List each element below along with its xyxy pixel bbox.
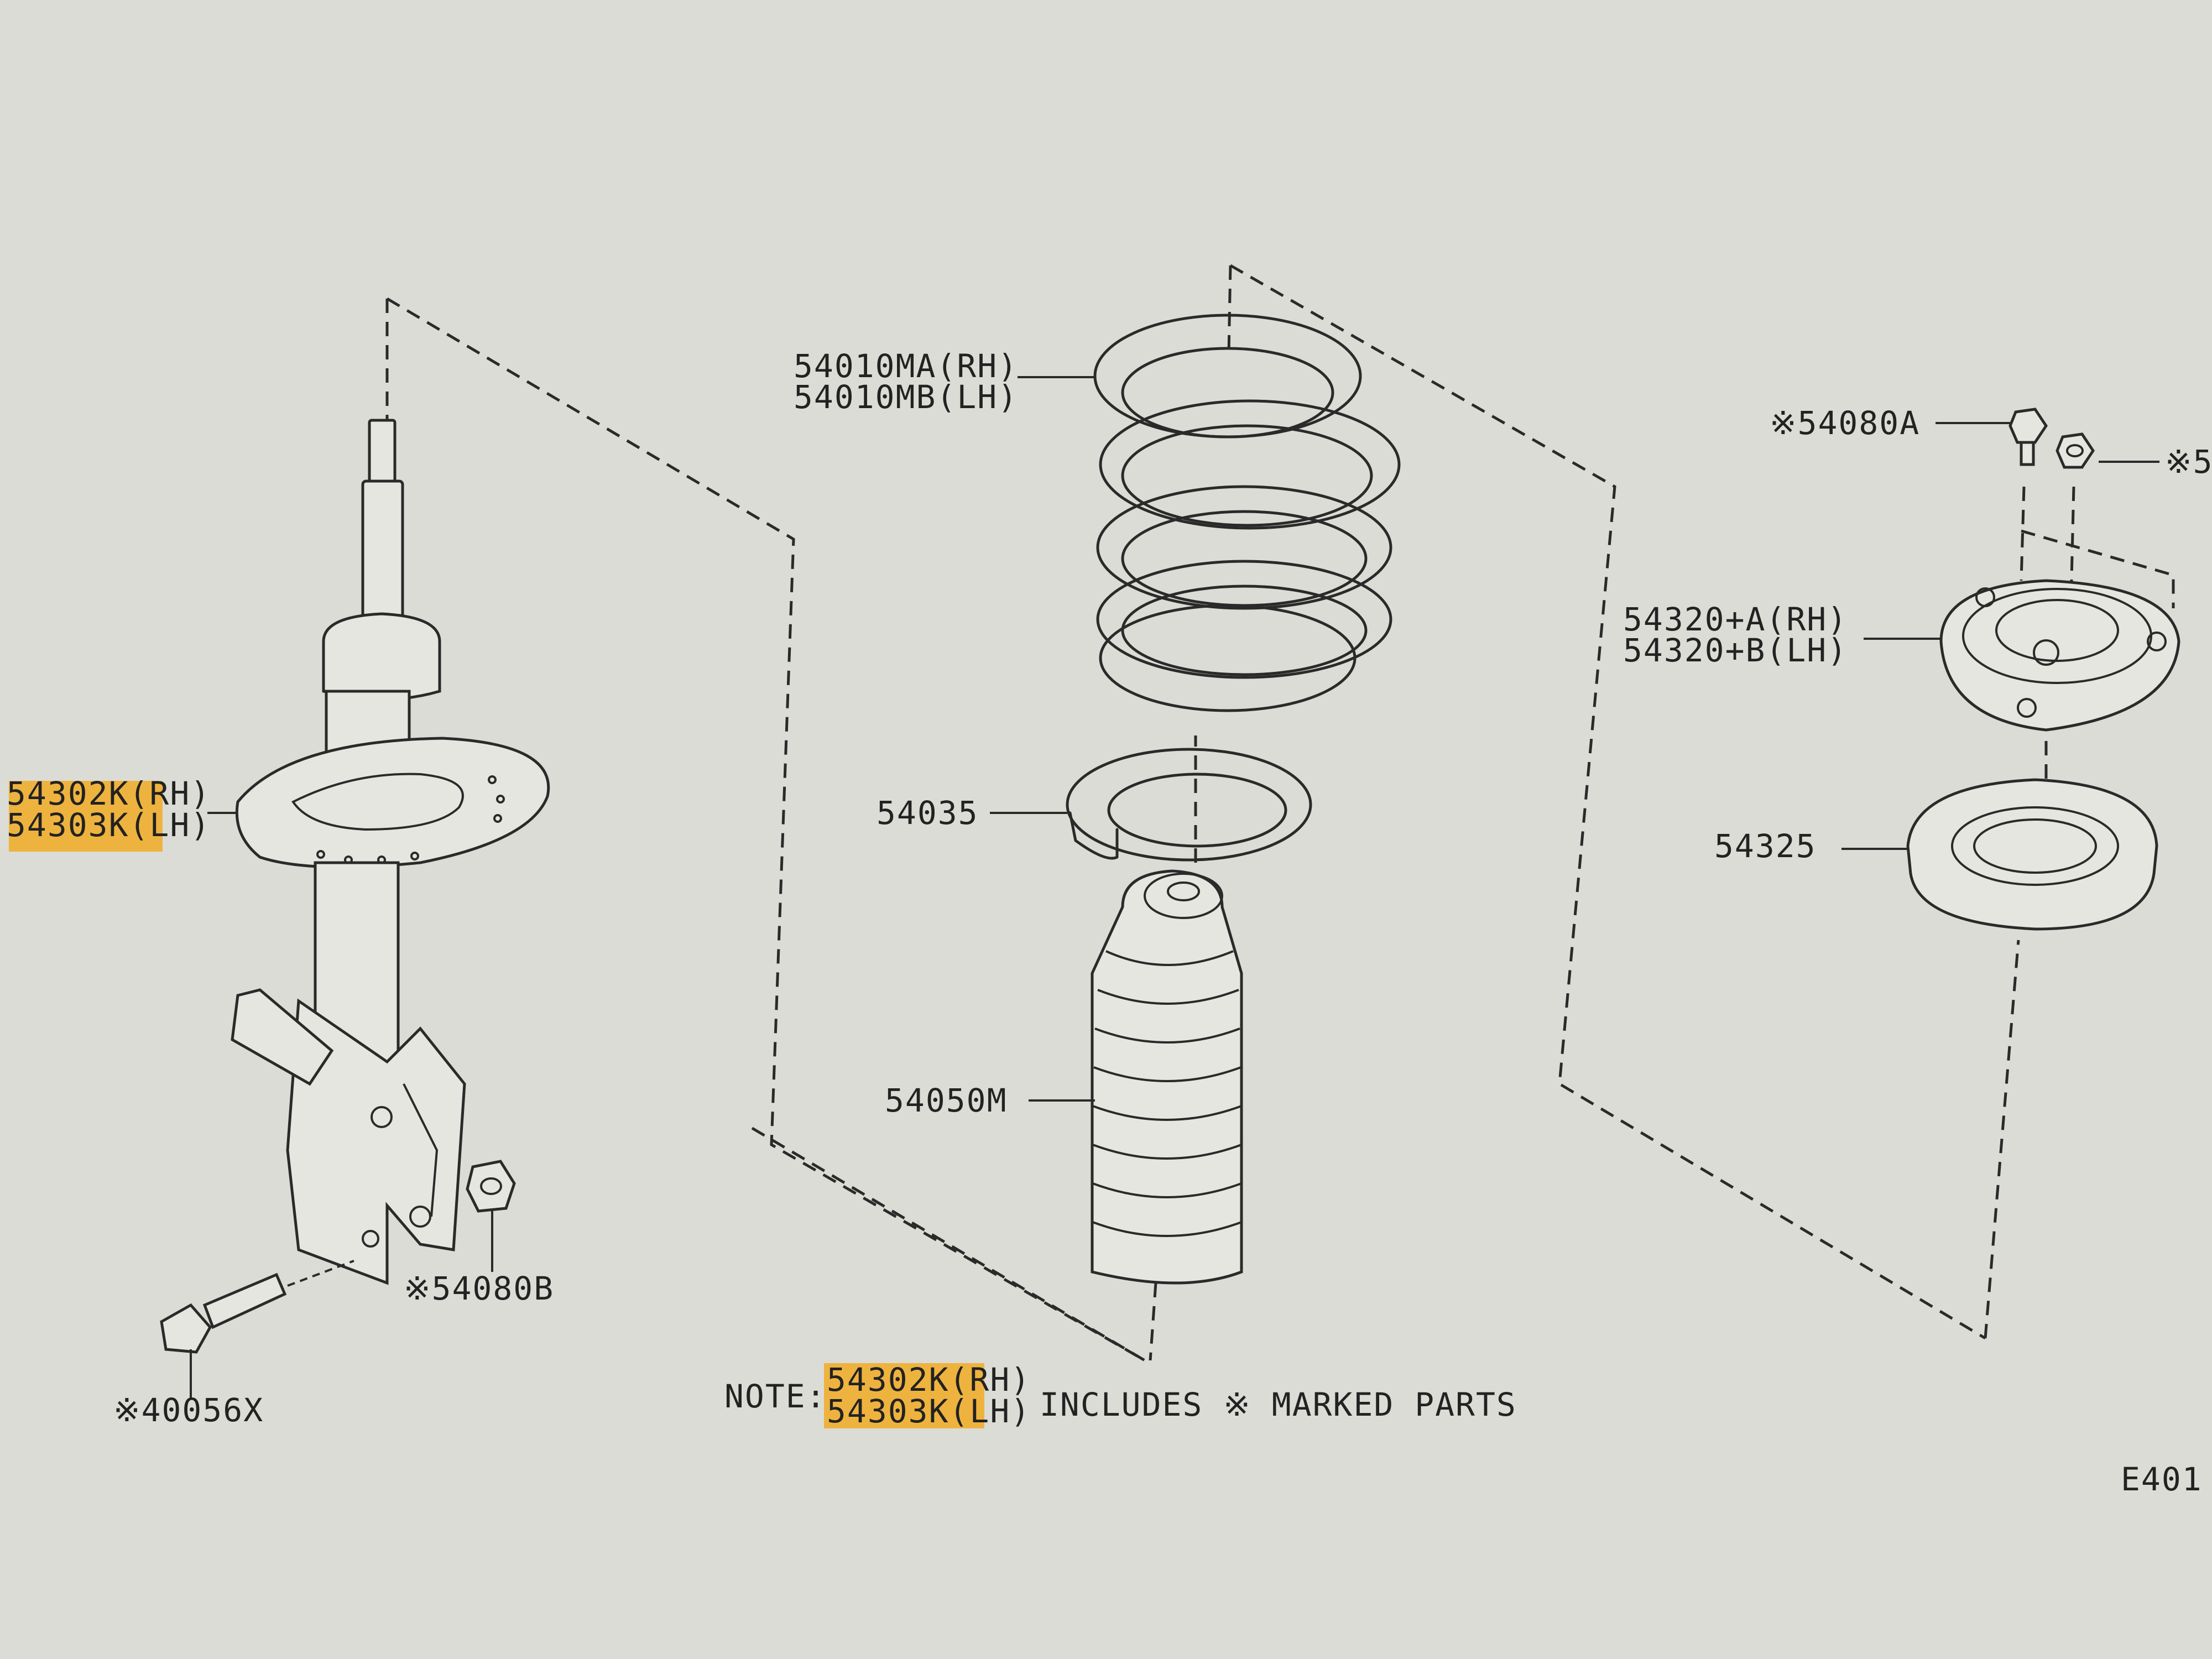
note-suffix: INCLUDES ※ MARKED PARTS: [1040, 1386, 1517, 1423]
coil-spring: [1093, 314, 1401, 712]
note-part-rh: 54302K(RH): [827, 1361, 1031, 1399]
bolts-54080a: [2008, 408, 2095, 469]
spring-seat-54035: [1066, 748, 1312, 862]
label-spring-seat: 54035: [877, 794, 979, 832]
label-nut-54080b: ※54080B: [404, 1270, 554, 1307]
strut-mount-54320: [1939, 579, 2180, 732]
bump-stop-54050m: [1091, 869, 1243, 1285]
label-bearing: 54325: [1714, 827, 1817, 865]
label-strut-rh: 54302K(RH): [7, 775, 211, 812]
bolt-40056x: [160, 1260, 354, 1354]
label-spring-lh: 54010MB(LH): [794, 378, 1018, 416]
bellows-ribs: [1092, 950, 1242, 1237]
label-bolt-cut: ※5: [2165, 443, 2212, 481]
nut-54080b: [466, 1160, 516, 1213]
note: NOTE: 54302K(RH) 54303K(LH) INCLUDES ※ M…: [724, 1361, 1517, 1430]
diagram-code: E401: [2121, 1460, 2203, 1498]
leader-lines: [190, 376, 2159, 1399]
strut-assembly: [160, 419, 550, 1354]
label-mount-lh: 54320+B(LH): [1623, 632, 1848, 669]
label-mount-rh: 54320+A(RH): [1623, 601, 1848, 638]
bearing-54325: [1906, 778, 2158, 931]
label-spring-rh: 54010MA(RH): [794, 347, 1018, 385]
highlight-boxes: [9, 781, 984, 1428]
label-bump-stop: 54050M: [885, 1082, 1008, 1119]
label-strut-lh: 54303K(LH): [7, 806, 211, 844]
label-bolt-40056x: ※40056X: [113, 1391, 264, 1429]
part-labels: 54010MA(RH) 54010MB(LH) 54035 54050M 543…: [7, 347, 2212, 1498]
note-prefix: NOTE:: [724, 1378, 827, 1415]
note-part-lh: 54303K(LH): [827, 1392, 1031, 1430]
label-bolt-54080a: ※54080A: [1770, 404, 1920, 442]
